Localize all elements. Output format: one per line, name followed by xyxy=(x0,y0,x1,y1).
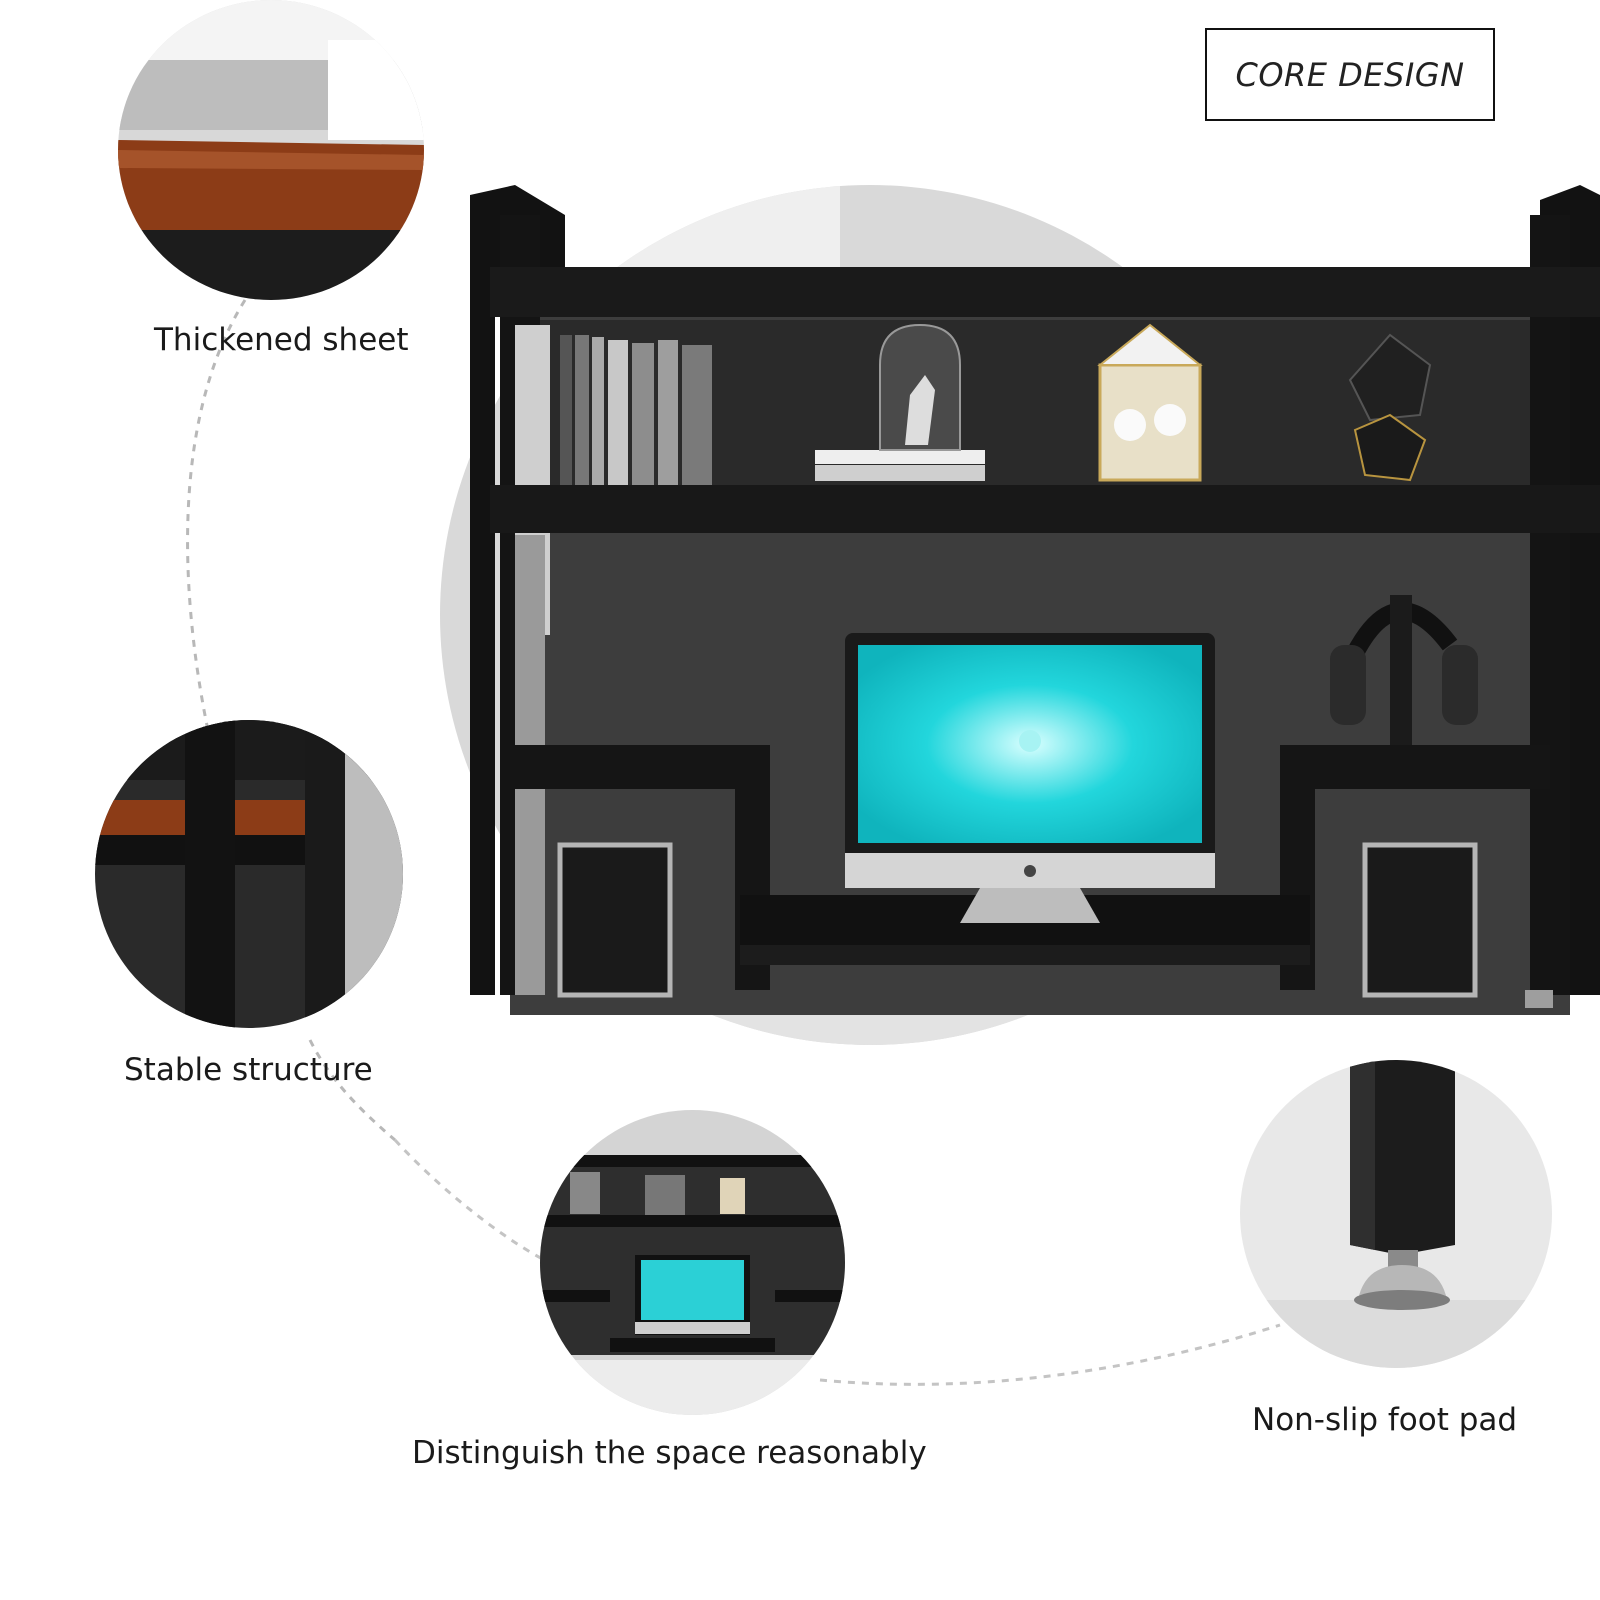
core-design-text: CORE DESIGN xyxy=(1235,55,1465,94)
feature-label-stable-structure: Stable structure xyxy=(124,1052,373,1088)
thickened-sheet-illustration xyxy=(118,0,424,300)
stable-structure-image xyxy=(95,720,403,1028)
stable-structure-illustration xyxy=(95,720,403,1028)
distinguish-space-image xyxy=(540,1110,845,1415)
feature-label-non-slip-foot-pad: Non-slip foot pad xyxy=(1252,1402,1518,1438)
feature-label-thickened-sheet: Thickened sheet xyxy=(154,322,409,358)
non-slip-foot-pad-image xyxy=(1240,1060,1552,1368)
main-product-image xyxy=(440,185,1600,1045)
distinguish-space-illustration xyxy=(540,1110,845,1415)
thickened-sheet-image xyxy=(118,0,424,300)
core-design-badge: CORE DESIGN xyxy=(1205,28,1495,121)
foot-pad-illustration xyxy=(1240,1060,1552,1368)
feature-label-distinguish-space: Distinguish the space reasonably xyxy=(412,1435,927,1471)
